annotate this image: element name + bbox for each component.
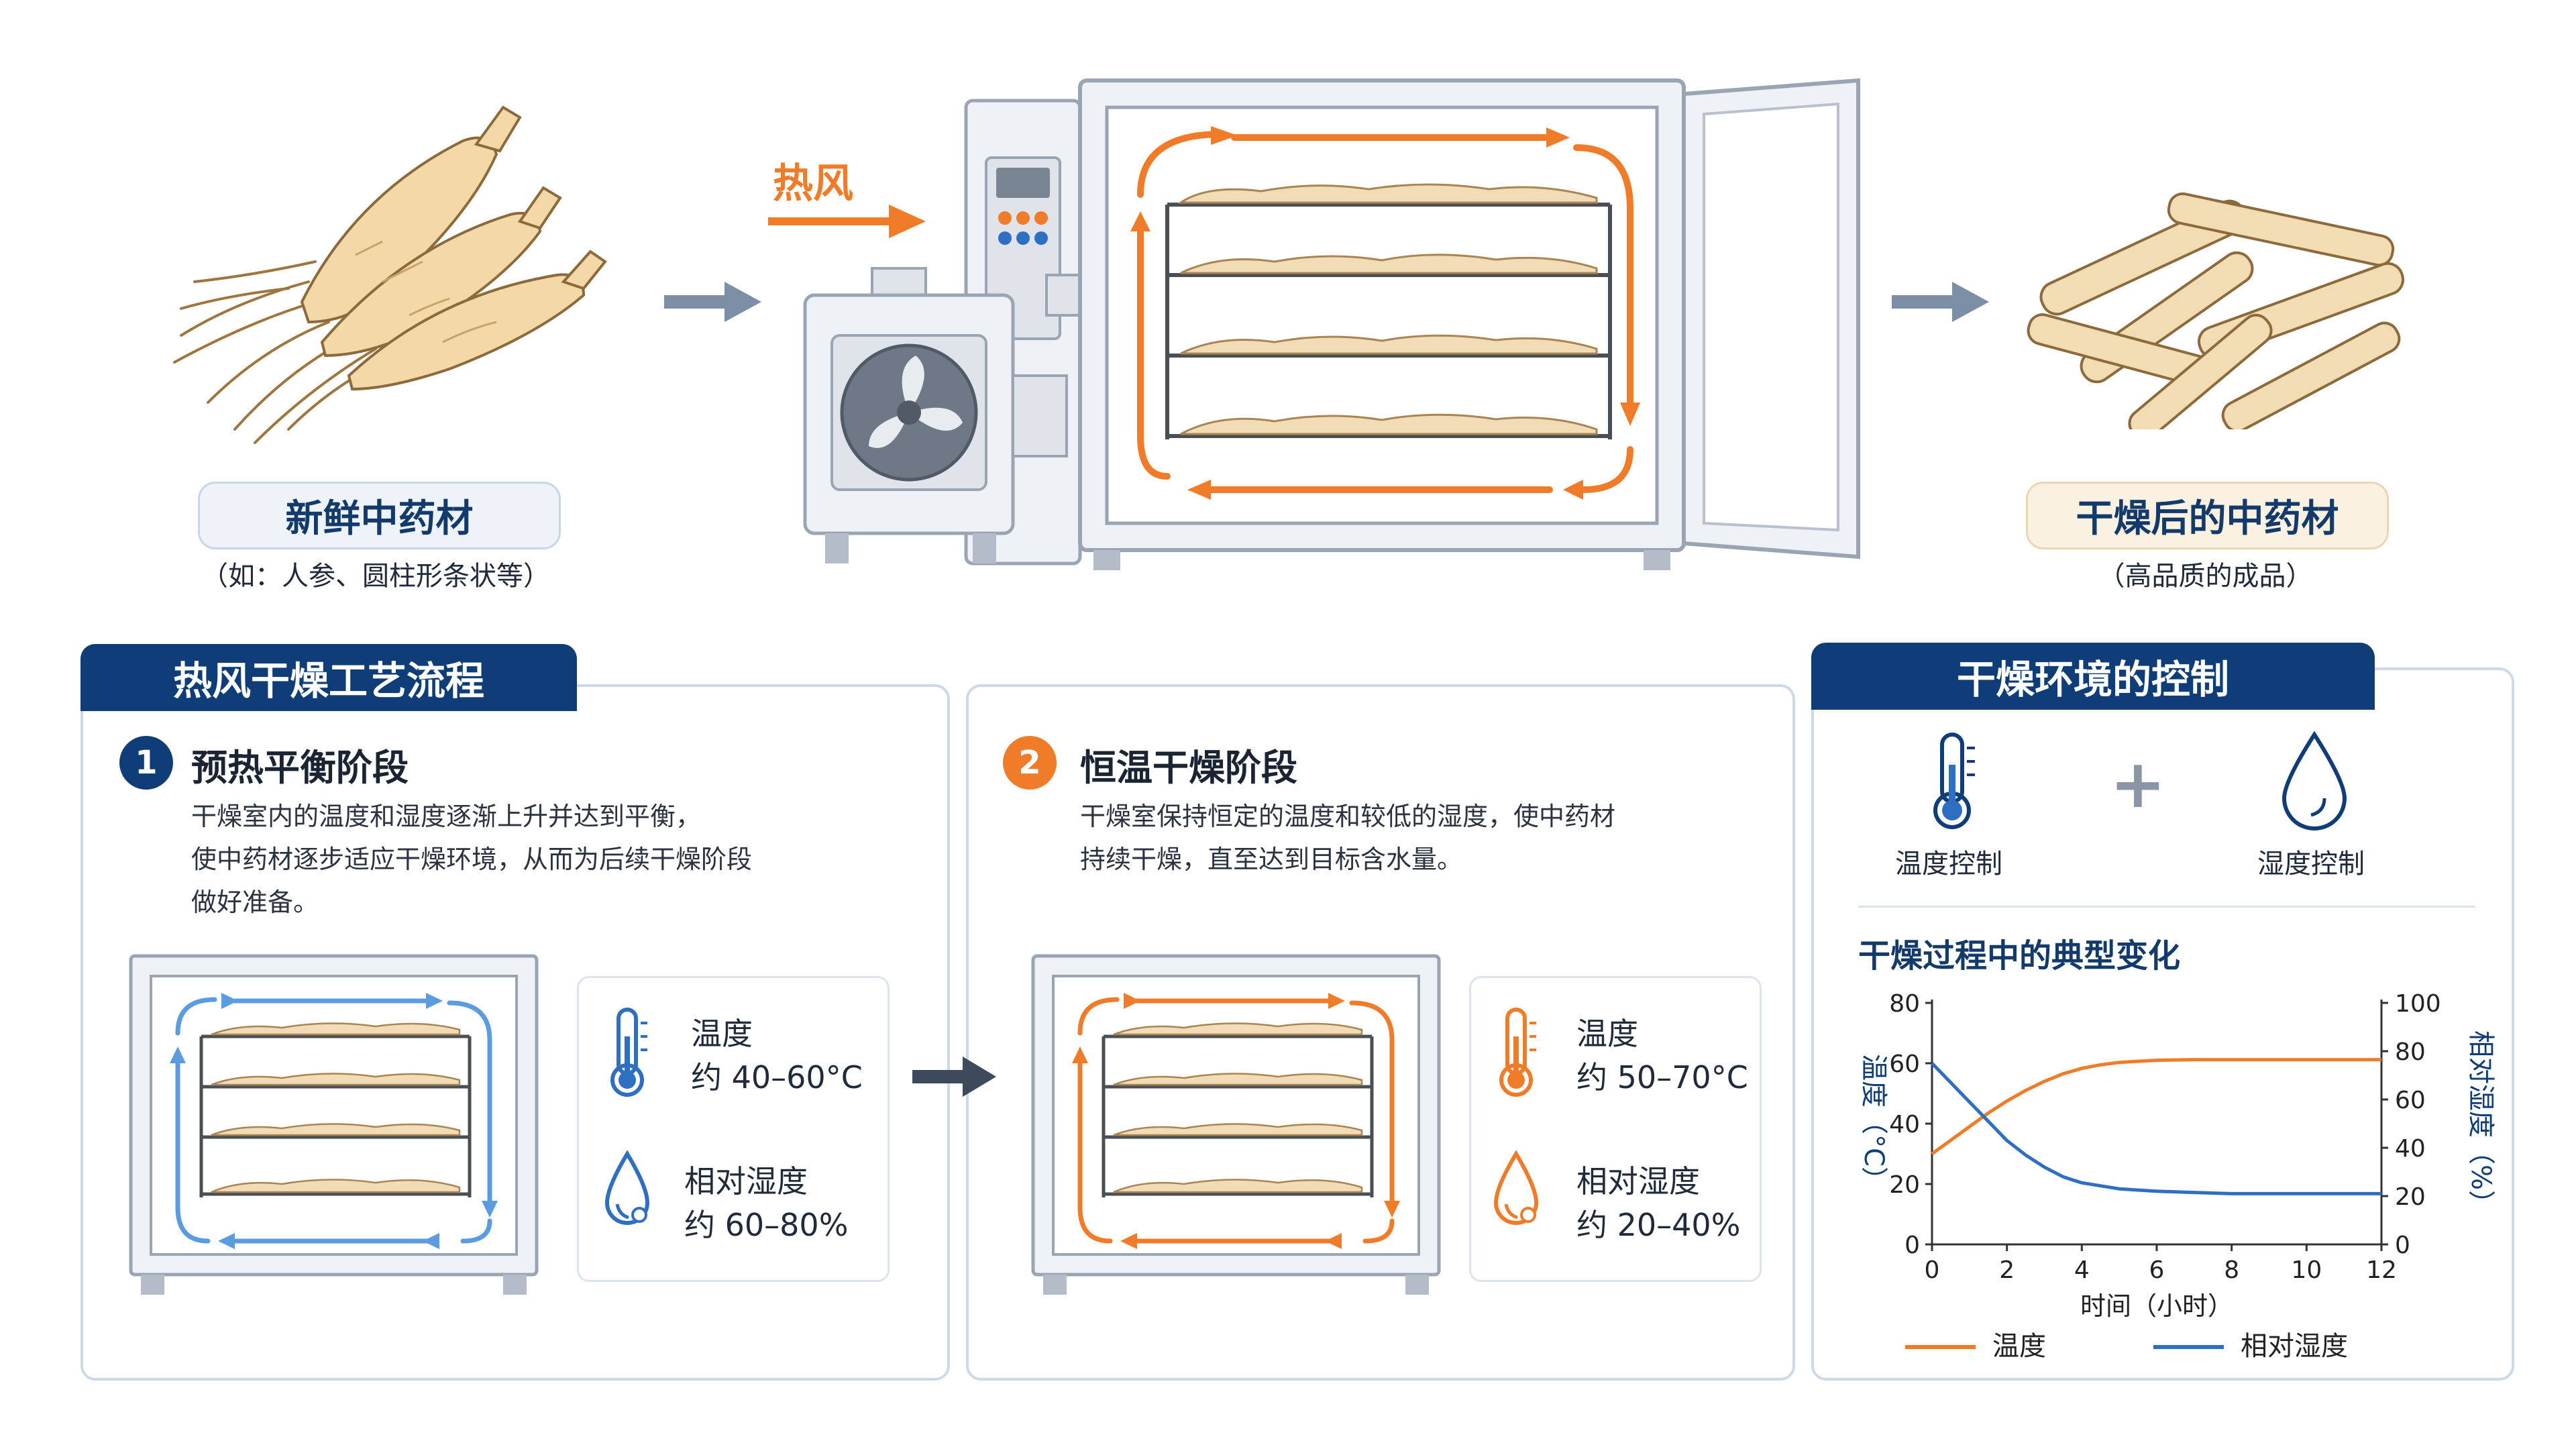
control-divider	[1858, 906, 2475, 908]
stage1-oven-illustration	[129, 954, 539, 1295]
humidity-control-label: 湿度控制	[2257, 849, 2365, 879]
right-y-tick-label: 60	[2395, 1087, 2426, 1114]
stage2-thermometer-icon	[1499, 1008, 1536, 1097]
control-tab-title: 干燥环境的控制	[1811, 643, 2375, 710]
stage2-humidity-label: 相对湿度	[1576, 1163, 1700, 1199]
legend-label-2: 相对湿度	[2241, 1331, 2348, 1362]
right-y-tick-label: 80	[2395, 1038, 2426, 1066]
stage2-droplet-icon	[1493, 1150, 1539, 1225]
plus-sign: +	[2110, 745, 2166, 823]
stage2-oven-illustration	[1031, 954, 1441, 1295]
left-y-tick-label: 40	[1889, 1111, 1920, 1138]
stage1-temp-label: 温度	[691, 1016, 753, 1052]
x-tick-label: 12	[2366, 1256, 2397, 1284]
x-tick-label: 6	[2149, 1256, 2165, 1284]
left-y-tick-label: 20	[1889, 1171, 1920, 1199]
right-y-tick-label: 0	[2395, 1232, 2410, 1259]
stage2-temp-label: 温度	[1576, 1016, 1638, 1052]
stage1-param-card	[577, 976, 890, 1282]
left-y-tick-label: 0	[1904, 1232, 1920, 1259]
humidity-control-icon	[2282, 731, 2347, 830]
x-tick-label: 2	[1999, 1256, 2015, 1284]
stage1-title: 预热平衡阶段	[191, 747, 409, 789]
stage1-thermometer-icon	[610, 1008, 647, 1097]
hot-air-arrow-icon	[768, 205, 926, 238]
stage2-param-card	[1469, 976, 1762, 1282]
stage2-description: 干燥室保持恒定的温度和较低的湿度，使中药材 持续干燥，直至达到目标含水量。	[1080, 802, 1616, 874]
stage2-temp-value: 约 50–70°C	[1576, 1059, 1748, 1095]
left-y-tick-label: 80	[1889, 990, 1920, 1018]
process-tab-title: 热风干燥工艺流程	[80, 644, 577, 711]
right-y-tick-label: 100	[2395, 990, 2441, 1018]
drying-oven-illustration	[803, 78, 1860, 570]
dried-herb-label: 干燥后的中药材	[2026, 482, 2389, 549]
dried-herb-illustration	[2027, 192, 2405, 429]
stage1-number-badge: 1	[119, 736, 173, 790]
x-tick-label: 4	[2074, 1256, 2090, 1284]
series-line-1	[1931, 1058, 2381, 1156]
x-tick-label: 8	[2224, 1256, 2239, 1284]
dried-herb-note: （高品质的成品）	[2098, 561, 2313, 592]
right-y-tick-label: 40	[2395, 1135, 2426, 1163]
stage1-description: 干燥室内的温度和湿度逐渐上升并达到平衡， 使中药材逐步适应干燥环境，从而为后续干…	[191, 802, 753, 917]
control-panel	[1811, 667, 2514, 1381]
right-y-tick-label: 20	[2395, 1183, 2426, 1211]
stage1-humidity-label: 相对湿度	[684, 1163, 808, 1199]
chart-title: 干燥过程中的典型变化	[1858, 937, 2181, 975]
left-y-tick-label: 60	[1889, 1051, 1920, 1078]
hot-air-label: 热风	[773, 160, 853, 207]
stage2-number-badge: 2	[1003, 736, 1057, 790]
x-tick-label: 0	[1925, 1256, 1940, 1284]
fresh-herb-label: 新鲜中药材	[198, 482, 561, 549]
fresh-herb-note: （如：人参、圆柱形条状等）	[201, 561, 550, 592]
temperature-control-icon	[1933, 733, 1975, 829]
stage1-temp-value: 约 40–60°C	[691, 1059, 863, 1095]
stage2-humidity-value: 约 20–40%	[1576, 1207, 1741, 1243]
stage1-humidity-value: 约 60–80%	[684, 1207, 849, 1243]
fresh-herb-illustration	[173, 105, 607, 444]
right-axis-label: 相对湿度（%）	[2465, 1030, 2496, 1217]
x-axis-label: 时间（小时）	[2080, 1291, 2233, 1321]
flow-arrow-2-icon	[1892, 282, 1989, 322]
left-axis-label: 温度（°C）	[1858, 1054, 1889, 1193]
legend-label-1: 温度	[1992, 1331, 2046, 1362]
series-line-2	[1931, 1062, 2381, 1195]
stage2-title: 恒温干燥阶段	[1080, 747, 1297, 789]
stage-transition-arrow-icon	[912, 1057, 996, 1097]
x-tick-label: 10	[2291, 1256, 2322, 1284]
stage1-droplet-icon	[604, 1150, 650, 1225]
flow-arrow-1-icon	[664, 282, 761, 322]
temperature-control-label: 温度控制	[1895, 849, 2002, 879]
